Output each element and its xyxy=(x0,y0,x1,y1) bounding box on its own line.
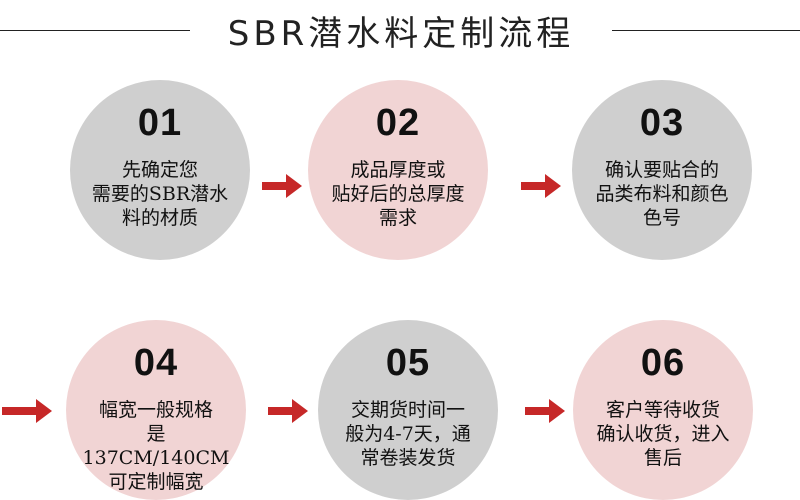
step-line: 成品厚度或 xyxy=(350,159,446,181)
step-description: 交期货时间一 般为4-7天，通 常卷装发货 xyxy=(332,398,484,470)
step-description: 客户等待收货 确认收货，进入 售后 xyxy=(587,398,739,470)
step-line: 售后 xyxy=(643,447,682,469)
step-05-circle: 05 交期货时间一 般为4-7天，通 常卷装发货 xyxy=(318,320,498,500)
step-number: 06 xyxy=(640,342,686,384)
step-line: 需求 xyxy=(378,207,417,229)
title-line-right xyxy=(612,30,800,31)
step-line: 可定制幅宽 xyxy=(108,471,204,493)
step-line: 客户等待收货 xyxy=(605,399,720,421)
step-line: 色号 xyxy=(642,207,681,229)
step-01-circle: 01 先确定您 需要的SBR潜水 料的材质 xyxy=(70,80,250,260)
step-number: 02 xyxy=(375,102,421,144)
step-line: 常卷装发货 xyxy=(360,447,456,469)
step-line: 需要的SBR潜水 xyxy=(91,183,229,205)
step-number: 05 xyxy=(385,342,431,384)
step-line: 料的材质 xyxy=(121,207,198,229)
step-description: 确认要贴合的 品类布料和颜色 色号 xyxy=(586,158,738,230)
step-04-circle: 04 幅宽一般规格 是137CM/140CM 可定制幅宽 xyxy=(66,320,246,500)
step-line: 交期货时间一 xyxy=(350,399,465,421)
step-03-circle: 03 确认要贴合的 品类布料和颜色 色号 xyxy=(572,80,752,260)
page-title: SBR潜水料定制流程 xyxy=(227,14,575,54)
step-line: 品类布料和颜色 xyxy=(595,183,729,205)
step-line: 般为4-7天，通 xyxy=(345,423,471,445)
arrow-right-icon xyxy=(262,171,302,201)
step-description: 成品厚度或 贴好后的总厚度 需求 xyxy=(322,158,474,230)
step-description: 先确定您 需要的SBR潜水 料的材质 xyxy=(84,158,236,230)
step-description: 幅宽一般规格 是137CM/140CM 可定制幅宽 xyxy=(80,398,232,494)
step-line: 先确定您 xyxy=(121,159,198,181)
step-number: 04 xyxy=(133,342,179,384)
step-line: 确认收货，进入 xyxy=(596,423,730,445)
arrow-right-icon xyxy=(525,396,565,426)
step-06-circle: 06 客户等待收货 确认收货，进入 售后 xyxy=(573,320,753,500)
step-line: 幅宽一般规格 xyxy=(98,399,213,421)
step-02-circle: 02 成品厚度或 贴好后的总厚度 需求 xyxy=(308,80,488,260)
step-line: 贴好后的总厚度 xyxy=(331,183,465,205)
arrow-right-icon xyxy=(268,396,308,426)
title-line-left xyxy=(0,30,190,31)
step-line: 确认要贴合的 xyxy=(604,159,719,181)
step-line: 是137CM/140CM xyxy=(82,423,230,469)
arrow-right-icon xyxy=(2,396,52,426)
arrow-right-icon xyxy=(521,171,561,201)
step-number: 01 xyxy=(137,102,183,144)
step-number: 03 xyxy=(639,102,685,144)
